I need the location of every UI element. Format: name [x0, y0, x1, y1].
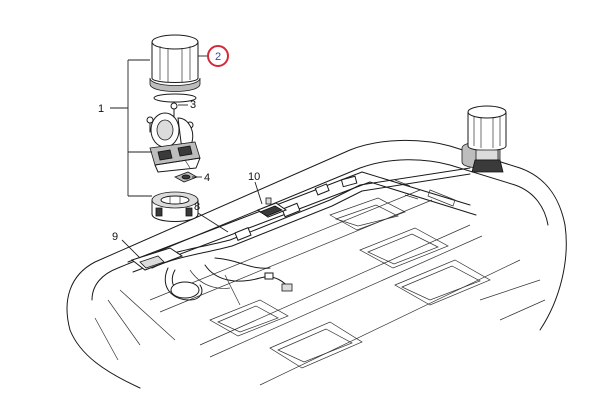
- callout-1[interactable]: 1: [98, 103, 104, 115]
- part-9-bracket: [130, 247, 203, 301]
- beacon-mounted-rear: [461, 105, 507, 173]
- beacon-mechanism: [149, 112, 201, 173]
- part-2-beacon-dome: [149, 34, 201, 103]
- callout-10[interactable]: 10: [248, 171, 260, 183]
- callout-8[interactable]: 8: [194, 201, 200, 213]
- beacon-base: [151, 191, 199, 222]
- callout-3[interactable]: 3: [190, 99, 196, 111]
- callout-2[interactable]: 2: [215, 51, 221, 63]
- callout-9[interactable]: 9: [112, 231, 118, 243]
- part-10-junction-connector: [256, 197, 288, 218]
- callout-2-highlight-ring: [207, 45, 229, 67]
- leader-lines: [110, 55, 263, 259]
- callout-labels: 1 2 3 4 8 9 10: [98, 45, 260, 243]
- callout-4[interactable]: 4: [204, 172, 210, 184]
